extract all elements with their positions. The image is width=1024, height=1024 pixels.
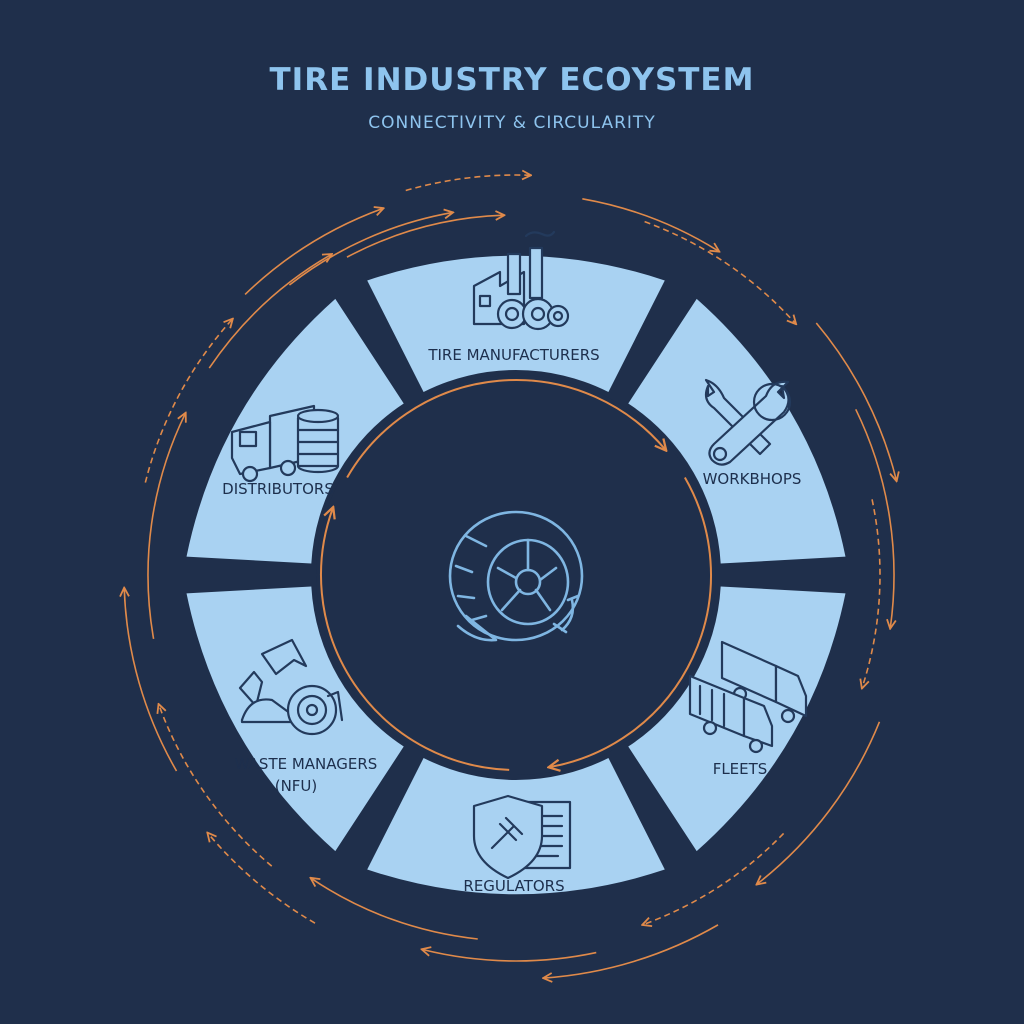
segment-waste-managers[interactable]: WASTE MANAGERS (NFU) bbox=[235, 755, 378, 795]
segment-workshops[interactable]: WORKBHOPS bbox=[703, 470, 802, 488]
segment-distributors[interactable]: DISTRIBUTORS bbox=[222, 480, 334, 498]
page-subtitle: CONNECTIVITY & CIRCULARITY bbox=[368, 113, 656, 133]
segment-fleets[interactable]: FLEETS bbox=[713, 760, 768, 778]
factory-gears-icon bbox=[472, 230, 570, 331]
outer-flow-arrows bbox=[124, 175, 896, 978]
segment-label-workshops: WORKBHOPS bbox=[703, 470, 802, 488]
flow-arrow-inner-3 bbox=[320, 508, 510, 771]
flow-arrow-outer-8 bbox=[643, 832, 785, 924]
segment-label-regulators: REGULATORS bbox=[463, 877, 564, 895]
segment-regulators[interactable]: REGULATORS bbox=[463, 877, 564, 895]
flow-arrow-outer-1 bbox=[288, 213, 452, 286]
flow-arrow-outer-15 bbox=[208, 255, 331, 369]
trucks-icon bbox=[688, 640, 808, 754]
flow-arrow-outer-18 bbox=[815, 322, 896, 480]
segment-label-waste-line1: WASTE MANAGERS bbox=[235, 755, 378, 773]
flow-arrow-outer-7 bbox=[757, 721, 881, 884]
segment-label-manufacturers: TIRE MANUFACTURERS bbox=[427, 346, 599, 364]
shield-gavel-document-icon bbox=[472, 794, 572, 880]
flow-arrow-outer-16 bbox=[244, 209, 383, 296]
flow-arrow-outer-4 bbox=[582, 198, 718, 251]
flow-arrow-outer-5 bbox=[862, 499, 881, 687]
flow-arrow-outer-12 bbox=[124, 589, 178, 772]
flow-arrow-outer-14 bbox=[144, 319, 232, 483]
flow-arrow-outer-3 bbox=[346, 215, 503, 258]
flow-arrow-outer-10 bbox=[311, 878, 478, 940]
wrench-tools-icon bbox=[704, 378, 792, 466]
flow-arrow-outer-2 bbox=[644, 220, 796, 324]
flow-arrow-outer-9 bbox=[423, 950, 597, 962]
recycle-tire-icon bbox=[238, 638, 344, 736]
segment-label-distributors: DISTRIBUTORS bbox=[222, 480, 334, 498]
segment-label-waste-line2: (NFU) bbox=[275, 777, 318, 795]
page-title: TIRE INDUSTRY ECOYSTEM bbox=[269, 62, 755, 98]
center-disc bbox=[316, 375, 716, 775]
flow-arrow-outer-11 bbox=[159, 705, 273, 867]
flow-arrow-inner-1 bbox=[346, 378, 665, 479]
flow-arrow-outer-13 bbox=[147, 414, 185, 640]
tire-cycle-icon bbox=[448, 510, 584, 642]
flow-arrow-outer-6 bbox=[855, 408, 894, 627]
flow-arrow-outer-17 bbox=[405, 175, 530, 192]
segment-manufacturers[interactable]: TIRE MANUFACTURERS bbox=[427, 346, 599, 364]
truck-tire-stack-icon bbox=[230, 404, 340, 483]
flow-arrow-outer-20 bbox=[208, 833, 316, 924]
flow-arrow-outer-19 bbox=[544, 924, 719, 978]
segment-label-fleets: FLEETS bbox=[713, 760, 768, 778]
flow-arrow-inner-2 bbox=[550, 477, 712, 768]
inner-flow-arrows bbox=[320, 378, 712, 771]
